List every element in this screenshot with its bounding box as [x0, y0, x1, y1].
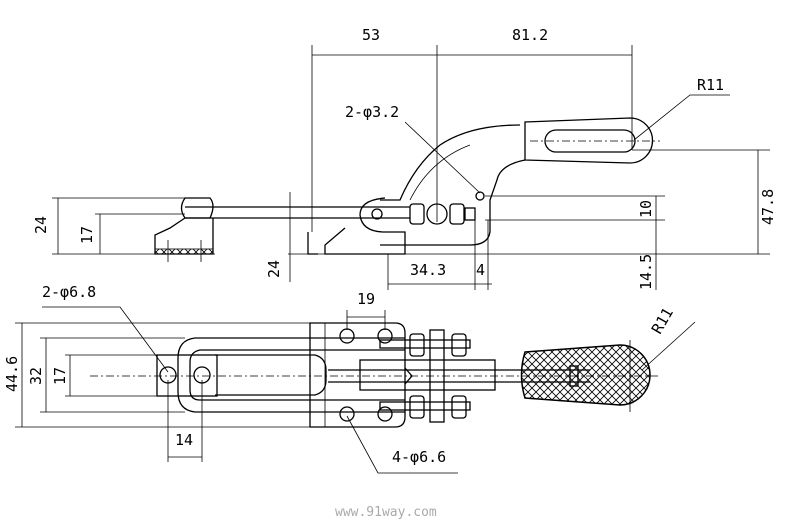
side-view: 53 81.2 R11 2-φ3.2 — [32, 26, 777, 290]
top-view: R11 44.6 32 17 14 19 2-φ6.8 4-φ6.6 — [3, 283, 696, 474]
holes-2-phi-6-8: 2-φ6.8 — [42, 283, 96, 301]
dim-10: 10 — [637, 200, 655, 218]
dimension-lines-right — [288, 149, 770, 290]
dim-4: 4 — [476, 261, 485, 279]
hook-plate — [307, 232, 318, 255]
base-body-side — [324, 197, 406, 255]
nut — [449, 203, 465, 225]
dimension-lines-top-view — [15, 310, 386, 462]
watermark: www.91way.com — [335, 505, 437, 520]
mount-hole — [377, 406, 393, 422]
holes-2-phi-3-2: 2-φ3.2 — [345, 103, 399, 121]
handle-grip-side — [524, 117, 654, 164]
dim-32: 32 — [27, 367, 45, 385]
spring-washer — [426, 203, 448, 225]
stud — [379, 401, 471, 411]
u-hook-inner — [189, 349, 405, 401]
hook-body — [154, 217, 214, 255]
handle-arm-upper — [380, 124, 521, 201]
handle-slot — [544, 129, 636, 153]
dim-24-base: 24 — [265, 260, 283, 278]
handle-grip-knurled — [520, 344, 651, 406]
dim-34-3: 34.3 — [410, 261, 446, 279]
dim-19: 19 — [357, 290, 375, 308]
dim-47-8: 47.8 — [759, 189, 777, 225]
handle-plate — [359, 359, 496, 391]
handle-arm-lower — [380, 159, 526, 246]
dim-53: 53 — [362, 26, 380, 44]
base-plate-top — [309, 322, 406, 428]
dim-17-top: 17 — [51, 367, 69, 385]
stud — [379, 339, 471, 349]
holes-4-phi-6-6: 4-φ6.6 — [392, 448, 446, 466]
dim-44-6: 44.6 — [3, 356, 21, 392]
hook-block — [156, 354, 218, 397]
dimension-lines-top — [311, 45, 633, 232]
dim-17-left: 17 — [78, 226, 96, 244]
radius-r11-side: R11 — [697, 76, 724, 94]
nut — [409, 203, 425, 225]
hook-loop — [180, 197, 214, 219]
pin-hole — [475, 191, 485, 201]
dimension-lines-left — [52, 197, 215, 255]
radius-r11-top: R11 — [648, 305, 677, 337]
mount-hole — [339, 406, 355, 422]
dim-81-2: 81.2 — [512, 26, 548, 44]
mount-hole — [339, 328, 355, 344]
dim-14: 14 — [175, 431, 193, 449]
u-hook-outer — [177, 337, 405, 413]
r11-leader — [633, 94, 730, 141]
dim-24-left: 24 — [32, 216, 50, 234]
dim-14-5: 14.5 — [637, 254, 655, 290]
